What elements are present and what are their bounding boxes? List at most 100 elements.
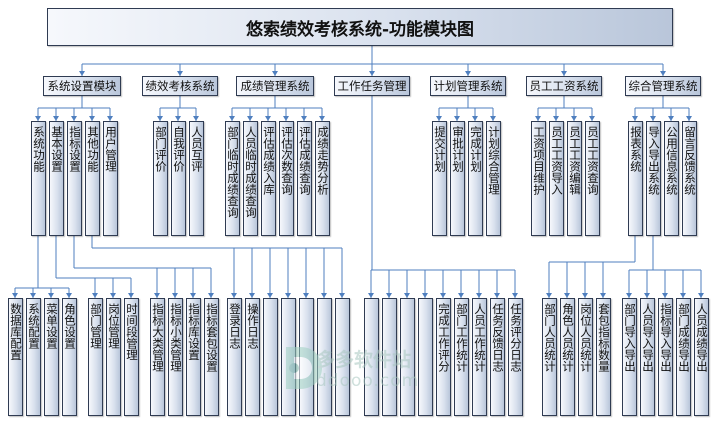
node-other-functions: 其他功能 [85,121,100,236]
connector-arrow [553,116,559,121]
node-eval-score-query: 评估成绩查询 [297,121,312,236]
connector-arrow [472,116,478,121]
connector-arrow [30,293,36,298]
node-basic-settings: 基本设置 [49,121,64,236]
connector-arrow [368,293,374,298]
connector-arrow [247,116,253,121]
connector-arrow [301,116,307,121]
module-work-task: 工作任务管理 [334,76,410,96]
connector-arrow [440,293,446,298]
ddooo-logo-icon [286,347,322,389]
connector-arrow [589,116,595,121]
connector-arrow [644,293,650,298]
connector-arrow [546,293,552,298]
node-indicator-settings: 指标设置 [67,121,82,236]
module-salary: 员工工资系统 [526,76,602,96]
diagram-title: 悠索绩效考核系统-功能模块图 [47,8,673,46]
node-score-trend-analysis: 成绩走势分析 [315,121,330,236]
node-salary-import: 员工工资导入 [549,121,564,236]
connector-arrow [436,116,442,121]
module-score-management: 成绩管理系统 [236,76,314,96]
connector-arrow [265,116,271,121]
connector-arrow [92,293,98,298]
node-salary-item-maintenance: 工资项目维护 [531,121,546,236]
module-performance-review: 绩效考核系统 [142,76,218,96]
connector-arrow [272,71,278,76]
leaf-3: 角色设置 [62,298,77,416]
leaf-31: 部门导入导出 [622,298,637,416]
connector-arrow [319,116,325,121]
connector-arrow [494,293,500,298]
connector-arrow [698,293,704,298]
connector-arrow [386,293,392,298]
node-self-evaluation: 自我评价 [171,121,186,236]
node-dept-temp-score-query: 部门临时成绩查询 [225,121,240,236]
node-staff-temp-score-query: 人员临时成绩查询 [243,121,258,236]
leaf-33: 指标导入导出 [658,298,673,416]
node-dept-evaluation: 部门评价 [153,121,168,236]
node-system-functions: 系统功能 [31,121,46,236]
connector-arrow [561,71,567,76]
connector-arrow [48,293,54,298]
watermark-en: ddooo.com [316,371,420,391]
leaf-13 [263,298,278,416]
connector-arrow [35,116,41,121]
watermark: 多多软件站 ddooo.com [280,343,450,401]
connector-arrow [229,116,235,121]
connector-arrow [283,116,289,121]
leaf-5: 岗位管理 [106,298,121,416]
connector-arrow [476,293,482,298]
connector-arrow [249,293,255,298]
connector-arrow [321,293,327,298]
connector-arrow [582,293,588,298]
node-report-system: 报表系统 [628,121,643,236]
leaf-20 [400,298,415,416]
leaf-9: 指标库设置 [186,298,201,416]
leaf-34: 部门成绩导出 [676,298,691,416]
connector-arrow [660,71,666,76]
leaf-28: 角色人员统计 [560,298,575,416]
leaf-21 [418,298,433,416]
node-eval-count-query: 评估次数查询 [279,121,294,236]
leaf-10: 指标套包设置 [204,298,219,416]
connector-arrow [303,293,309,298]
leaf-18 [364,298,379,416]
node-submit-plan: 提交计划 [432,121,447,236]
connector-arrow [465,71,471,76]
connector-arrow [680,293,686,298]
connector-arrow [339,293,345,298]
leaf-7: 指标大类管理 [150,298,165,416]
connector-arrow [12,293,18,298]
leaf-22: 完成工作评分 [436,298,451,416]
leaf-8: 指标小类管理 [168,298,183,416]
leaf-12: 操作日志 [245,298,260,416]
connector-arrow [71,116,77,121]
connector-arrow [128,293,134,298]
connector-arrow [177,71,183,76]
connector-arrow [175,116,181,121]
connector-arrow [208,293,214,298]
module-plan-management: 计划管理系统 [430,76,506,96]
node-import-export-system: 导入导出系统 [646,121,661,236]
connector-arrow [79,71,85,76]
connector-arrow [172,293,178,298]
connector-arrow [458,293,464,298]
leaf-2: 菜单设置 [44,298,59,416]
leaf-1: 系统配置 [26,298,41,416]
connector-arrow [686,116,692,121]
leaf-27: 部门人员统计 [542,298,557,416]
connector-arrow [267,293,273,298]
connector-arrow [632,116,638,121]
connector-arrow [154,293,160,298]
module-general-management: 综合管理系统 [625,76,701,96]
connector-arrow [535,116,541,121]
connector-arrow [668,116,674,121]
leaf-11: 登录日志 [227,298,242,416]
node-complete-plan: 完成计划 [468,121,483,236]
connector-arrow [89,116,95,121]
watermark-cn: 多多软件站 [316,349,412,371]
leaf-19 [382,298,397,416]
node-user-management: 用户管理 [103,121,118,236]
node-peer-evaluation: 人员互评 [189,121,204,236]
